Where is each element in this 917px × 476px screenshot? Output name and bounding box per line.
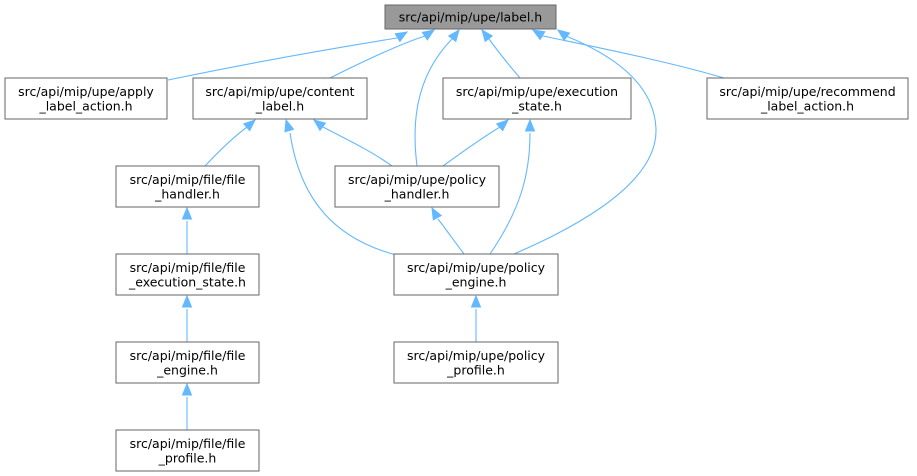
node-box [192,77,368,120]
edge-line [442,126,501,167]
edge-content-to-label [329,29,436,79]
node-box [384,4,557,30]
edge-line [329,35,426,79]
edge-pe-to-ph [431,206,465,255]
edge-line [489,132,531,255]
node-label-line: _profile.h [158,450,217,465]
node-box [115,429,260,472]
edge-arrowhead [421,29,436,41]
node-ffp[interactable]: src/api/mip/file/file_profile.h [115,429,260,472]
node-label-line: src/api/mip/file/file [130,348,246,363]
edge-arrowhead [181,382,193,396]
node-label-line: src/api/mip/upe/policy [407,260,546,275]
edge-ph-to-content [312,119,393,167]
edge-line [437,218,465,255]
node-exec[interactable]: src/api/mip/upe/execution_state.h [442,77,632,120]
edge-arrowhead [495,119,509,132]
node-apply[interactable]: src/api/mip/upe/apply_label_action.h [4,77,168,120]
node-box [4,77,168,120]
edge-arrowhead [524,118,536,132]
edge-fes-to-ffh [181,206,193,254]
node-box [393,253,559,296]
nodes-layer: src/api/mip/upe/label.h src/api/mip/upe/a… [4,4,909,472]
edge-arrowhead [312,119,327,132]
edge-ffp-to-ffe [181,382,193,430]
node-box [115,165,260,208]
node-label-line: src/api/mip/upe/content [205,84,354,99]
edge-line [414,38,453,167]
node-box [334,165,500,208]
edge-arrowhead [447,28,460,43]
node-ffe[interactable]: src/api/mip/file/file_engine.h [115,341,260,384]
node-box [442,77,632,120]
node-box [115,341,260,384]
node-label-line: _label.h [255,98,304,113]
node-label-line: _handler.h [384,186,450,201]
edge-ph-to-exec [442,119,509,167]
node-label-line: src/api/mip/upe/apply [18,84,154,99]
edge-line [488,38,521,79]
edge-arrowhead [242,119,256,132]
edge-line [204,126,248,167]
node-pp[interactable]: src/api/mip/upe/policy_profile.h [393,341,559,384]
node-ph[interactable]: src/api/mip/upe/policy_handler.h [334,165,500,208]
node-pe[interactable]: src/api/mip/upe/policy_engine.h [393,253,559,296]
node-label-line: _execution_state.h [128,274,246,289]
node-label[interactable]: src/api/mip/upe/label.h [384,4,557,30]
node-label-line: src/api/mip/file/file [130,436,246,451]
node-box [706,77,909,120]
edge-pe-to-exec [489,118,536,255]
node-content[interactable]: src/api/mip/upe/content_label.h [192,77,368,120]
node-box [393,341,559,384]
node-label-line: _handler.h [154,186,220,201]
node-label-line: src/api/mip/upe/recommend [719,84,895,99]
node-label-line: _label_action.h [760,98,854,113]
node-box [115,253,260,296]
edge-line [542,35,725,79]
edge-ffh-to-content [204,119,256,167]
node-recommend[interactable]: src/api/mip/upe/recommend_label_action.h [706,77,909,120]
node-fes[interactable]: src/api/mip/file/file_execution_state.h [115,253,260,296]
edge-arrowhead [284,118,295,133]
node-label-line: src/api/mip/file/file [130,172,246,187]
edge-line [322,126,393,167]
node-ffh[interactable]: src/api/mip/file/file_handler.h [115,165,260,208]
edge-pe-to-content [284,118,401,257]
edge-ffe-to-fes [181,294,193,342]
edge-apply-to-label [167,31,409,81]
edge-arrowhead [394,31,409,43]
edge-ph-to-label [414,28,460,167]
node-label-line: src/api/mip/upe/policy [348,172,487,187]
edge-recommend-to-label [531,29,725,79]
node-label-line: _label_action.h [38,98,132,113]
edge-arrowhead [181,206,193,220]
node-label-line: _engine.h [445,274,507,289]
node-label-line: _engine.h [156,362,218,377]
node-label-line: _state.h [511,98,562,113]
edge-arrowhead [431,206,443,221]
node-label-line: src/api/mip/file/file [130,260,246,275]
edge-arrowhead [481,28,494,43]
node-label-line: src/api/mip/upe/policy [407,348,546,363]
edge-pe-to-label [513,29,657,255]
edge-arrowhead [470,294,482,308]
node-label-line: _profile.h [446,362,505,377]
node-label-line: src/api/mip/upe/execution [456,84,618,99]
edge-arrowhead [531,29,546,41]
edge-exec-to-label [481,28,521,79]
edge-line [289,132,401,257]
node-label-line: src/api/mip/upe/label.h [399,10,542,25]
edge-arrowhead [181,294,193,308]
edge-line [167,37,398,81]
edge-arrowhead [556,29,571,42]
edges-layer [167,28,725,430]
edge-line [513,35,657,255]
edge-pp-to-pe [470,294,482,342]
